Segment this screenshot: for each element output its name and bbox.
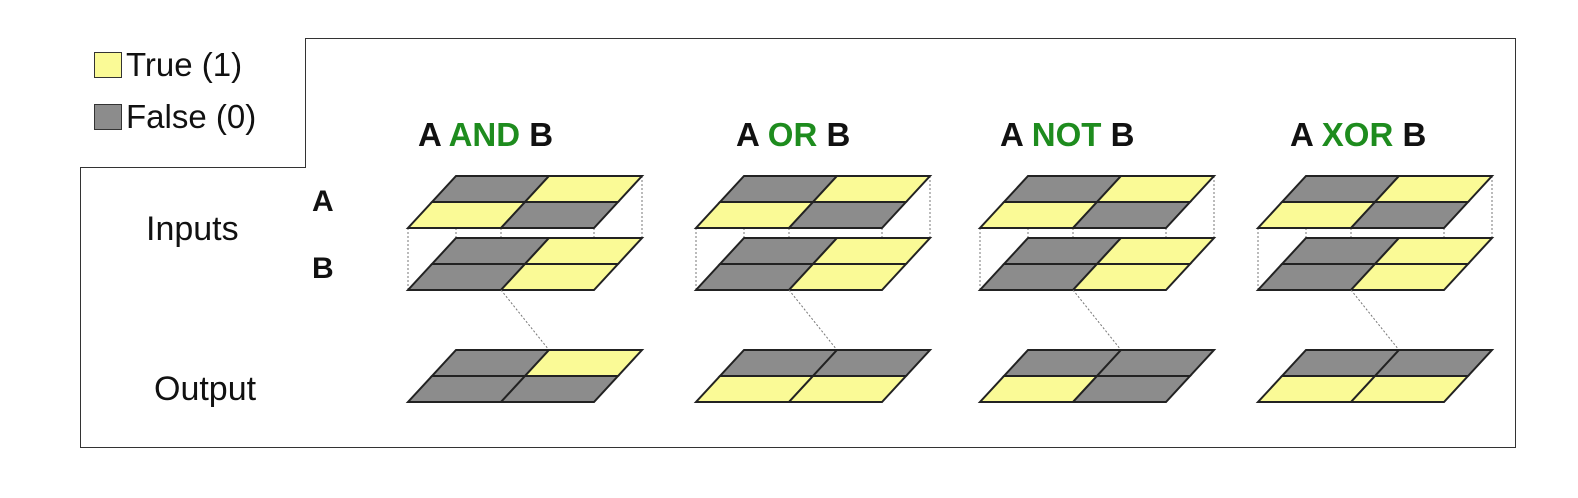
grid-a-2-cell-3 xyxy=(1070,201,1193,229)
false-swatch xyxy=(94,104,122,130)
grid-a-0-cell-3 xyxy=(498,201,621,229)
grid-a-3-cell-3 xyxy=(1348,201,1471,229)
grid-a-2 xyxy=(977,175,1217,229)
inputs-label: Inputs xyxy=(146,210,239,248)
grid-a-1 xyxy=(693,175,933,229)
grid-b-2-cell-3 xyxy=(1070,263,1193,291)
true-swatch xyxy=(94,52,122,78)
legend: True (1) False (0) xyxy=(80,38,306,168)
grid-a-1-cell-3 xyxy=(786,201,909,229)
title-and-b: B xyxy=(529,116,554,153)
title-xor-b: B xyxy=(1402,116,1427,153)
title-not-a: A xyxy=(1000,116,1023,153)
output-label: Output xyxy=(154,370,257,408)
title-not-b: B xyxy=(1110,116,1135,153)
grid-b-0-cell-3 xyxy=(498,263,621,291)
grid-output-3-cell-3 xyxy=(1348,375,1471,403)
grid-b-1 xyxy=(693,237,933,291)
title-not: A NOT B xyxy=(1000,116,1134,154)
connector-out-0 xyxy=(500,289,550,351)
grid-b-3 xyxy=(1255,237,1495,291)
title-xor: A XOR B xyxy=(1290,116,1426,154)
grid-output-0 xyxy=(405,349,645,403)
grid-output-0-cell-3 xyxy=(498,375,621,403)
legend-item-false: False (0) xyxy=(94,98,256,136)
diagram-frame xyxy=(80,38,1516,448)
input-b-label: B xyxy=(312,252,334,285)
title-not-op: NOT xyxy=(1031,116,1102,153)
grid-a-3 xyxy=(1255,175,1495,229)
connector-out-1 xyxy=(788,289,838,351)
grid-b-3-cell-3 xyxy=(1348,263,1471,291)
title-xor-op: XOR xyxy=(1321,116,1394,153)
input-a-label: A xyxy=(312,185,334,218)
title-or-b: B xyxy=(826,116,851,153)
title-or-op: OR xyxy=(767,116,818,153)
grid-output-1 xyxy=(693,349,933,403)
title-xor-a: A xyxy=(1290,116,1313,153)
grid-output-3 xyxy=(1255,349,1495,403)
grid-output-2-cell-3 xyxy=(1070,375,1193,403)
title-and-op: AND xyxy=(448,116,521,153)
connector-out-3 xyxy=(1350,289,1400,351)
grid-b-0 xyxy=(405,237,645,291)
connector-out-2 xyxy=(1072,289,1122,351)
title-and: A AND B xyxy=(418,116,553,154)
grid-b-2 xyxy=(977,237,1217,291)
grid-output-2 xyxy=(977,349,1217,403)
title-and-a: A xyxy=(418,116,441,153)
legend-false-label: False (0) xyxy=(126,98,257,135)
grid-output-1-cell-3 xyxy=(786,375,909,403)
title-or-a: A xyxy=(736,116,759,153)
title-or: A OR B xyxy=(736,116,850,154)
legend-item-true: True (1) xyxy=(94,46,242,84)
grid-b-1-cell-3 xyxy=(786,263,909,291)
legend-true-label: True (1) xyxy=(126,46,243,83)
grid-a-0 xyxy=(405,175,645,229)
